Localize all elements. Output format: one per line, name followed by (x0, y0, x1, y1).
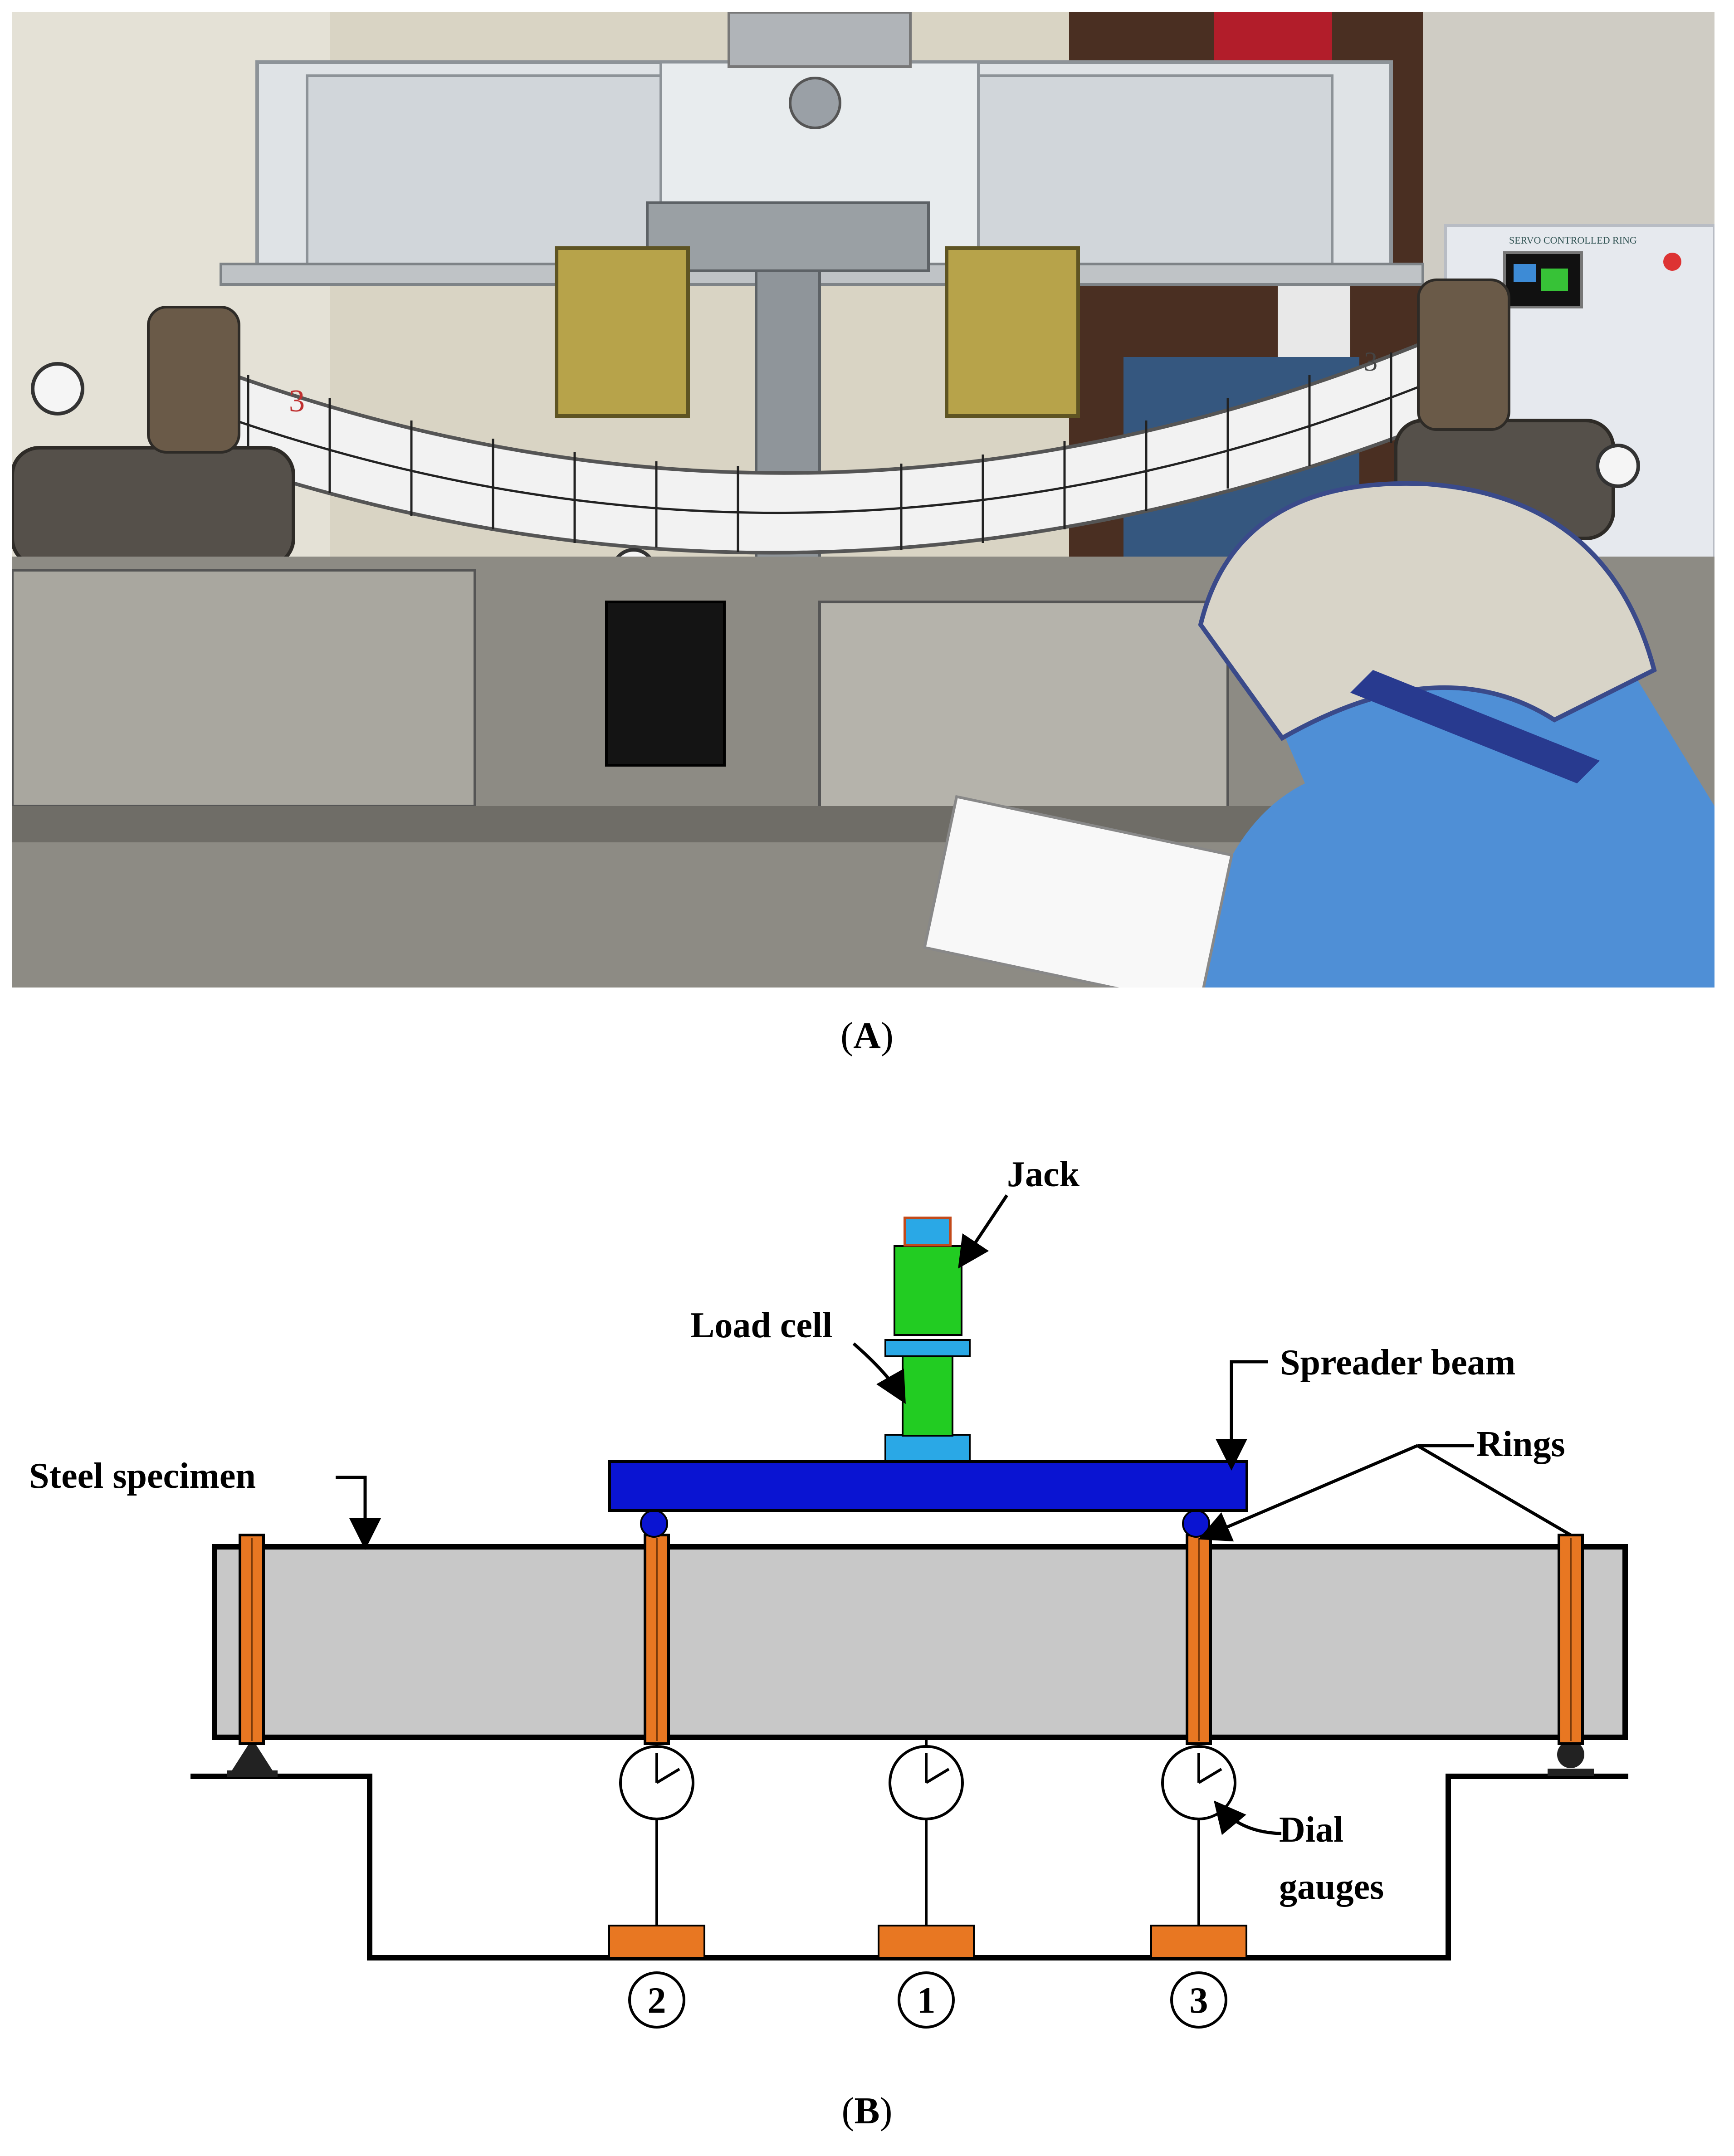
panel-sign: SERVO CONTROLLED RING (1509, 235, 1637, 246)
load-clamp-right (945, 246, 1080, 418)
dial-gauge-3 (1161, 1744, 1236, 1926)
label-dial-gauges-line1: Dial (1279, 1810, 1343, 1850)
load-cell-base (884, 1434, 971, 1462)
pin-support-icon (231, 1739, 273, 1771)
jack-body (894, 1245, 962, 1336)
spreader-beam (608, 1460, 1248, 1512)
caption-b: (B) (841, 2090, 893, 2132)
rings-leader-left (1198, 1444, 1418, 1542)
steel-specimen-leader (336, 1476, 381, 1550)
caption-a: (A) (840, 1015, 894, 1057)
load-point-left (640, 1510, 668, 1538)
gauge-number-circle-1 (898, 1971, 955, 2029)
gauge-base-2 (608, 1925, 705, 1959)
label-jack: Jack (1007, 1154, 1080, 1194)
gauge-number-circle-2 (628, 1971, 685, 2029)
gauge-number-3: 3 (1190, 1980, 1208, 2021)
magnetic-base (605, 601, 726, 767)
steel-specimen (212, 1544, 1628, 1740)
gauge-number-2: 2 (648, 1980, 666, 2021)
label-spreader-beam: Spreader beam (1280, 1343, 1515, 1383)
dial-gauge-1 (889, 1737, 964, 1926)
emergency-stop-icon (1663, 253, 1681, 271)
gauge-number-circle-3 (1170, 1971, 1227, 2029)
dial-gauges-leader (1214, 1800, 1282, 1835)
specimen-mark-left: 3 (289, 384, 305, 419)
load-cell (902, 1354, 953, 1437)
specimen-mark-right: 3 (1364, 347, 1377, 376)
gauge-base-1 (878, 1925, 975, 1959)
spreader-beam-leader (1216, 1360, 1268, 1471)
test-setup-photo: SERVO CONTROLLED RING 3 3 (12, 12, 1714, 988)
roller-support-icon (1557, 1741, 1584, 1768)
load-cell-leader (852, 1342, 906, 1404)
test-setup-schematic: 2 1 3 Jack Load cell Spreader beam Rings… (29, 1154, 1628, 2029)
rings-leader-right (1417, 1444, 1572, 1537)
actuator-cylinder (728, 12, 912, 68)
dial-gauge-icon (31, 362, 84, 416)
label-steel-specimen: Steel specimen (29, 1456, 256, 1496)
label-dial-gauges-line2: gauges (1279, 1867, 1384, 1907)
jack-plate (884, 1339, 971, 1357)
gauge-base-3 (1150, 1925, 1247, 1959)
label-load-cell: Load cell (690, 1305, 832, 1345)
load-point-right (1182, 1510, 1210, 1538)
jack-leader (958, 1194, 1008, 1269)
label-rings: Rings (1476, 1424, 1565, 1464)
dial-gauge-icon (1596, 444, 1640, 488)
tube-grid (184, 352, 1460, 552)
jack-cap (904, 1217, 952, 1247)
support-roller-left (12, 446, 295, 567)
notebook (923, 795, 1234, 988)
load-clamp-left (555, 246, 690, 418)
gauge-number-1: 1 (917, 1980, 936, 2021)
dial-gauge-2 (619, 1744, 694, 1926)
